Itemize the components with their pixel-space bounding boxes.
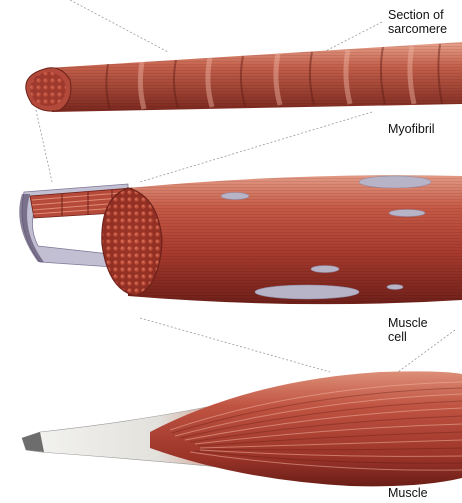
muscle-drawing: [22, 371, 462, 486]
muscle-cell-label-line2: cell: [388, 330, 428, 344]
leader-line: [70, 0, 168, 52]
nucleus: [359, 176, 431, 188]
nucleus: [389, 210, 425, 217]
muscle-cell-striations: [128, 175, 462, 304]
myofibril-drawing: [26, 42, 462, 112]
leader-line: [36, 110, 52, 182]
muscle-label: Muscle: [388, 486, 428, 500]
leader-line: [140, 112, 372, 182]
nucleus: [221, 193, 249, 200]
muscle-cell-drawing: [19, 175, 462, 304]
sarcomere-label-line2: sarcomere: [388, 22, 447, 36]
muscle-cell-label: Muscle cell: [388, 316, 428, 344]
myofibril-striations: [48, 42, 462, 112]
nucleus: [255, 285, 359, 299]
sarcomere-label-line1: Section of: [388, 8, 447, 22]
myofibril-label-text: Myofibril: [388, 122, 435, 136]
myofibril-cut-texture: [30, 72, 66, 106]
nucleus: [387, 285, 403, 290]
myofibril-label: Myofibril: [388, 122, 435, 136]
muscle-cell-label-line1: Muscle: [388, 316, 428, 330]
nucleus: [311, 266, 339, 273]
muscle-label-text: Muscle: [388, 486, 428, 500]
sarcomere-label: Section of sarcomere: [388, 8, 447, 36]
leader-line: [140, 318, 330, 372]
muscle-belly: [150, 371, 462, 486]
